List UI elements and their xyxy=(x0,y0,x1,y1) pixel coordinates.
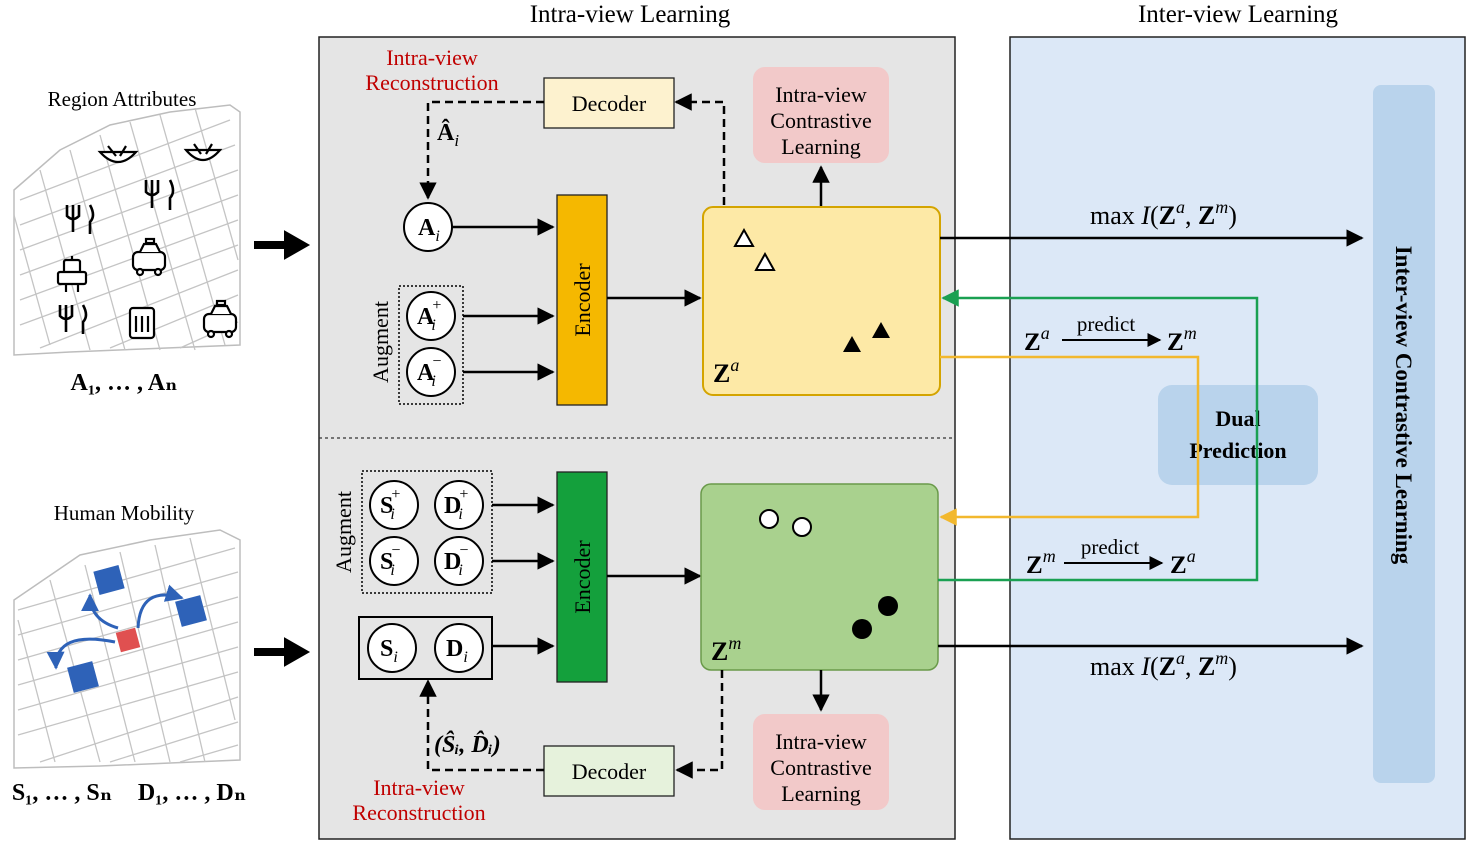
mobility-input-arrow xyxy=(254,637,311,667)
taxi-icon xyxy=(202,299,238,339)
region-sequence: A₁, … , Aₙ xyxy=(71,370,178,396)
bottom-decoder-box xyxy=(543,745,675,797)
predict-top-zm: Zm xyxy=(1167,323,1197,356)
top-contrastive-label-1: Intra-view xyxy=(775,82,867,107)
node-s-plus-label: S+i xyxy=(380,486,400,523)
za-embedding-box xyxy=(702,206,941,396)
inter-view-contrastive-bar xyxy=(1373,85,1435,783)
dual-prediction-box xyxy=(1158,385,1318,485)
zm-embedding-box xyxy=(700,483,939,671)
mobility-title: Human Mobility xyxy=(54,501,195,525)
sd-hat-label: (Ŝᵢ, D̂ᵢ) xyxy=(434,731,501,758)
predict-bottom-zm: Zm xyxy=(1026,546,1056,579)
top-contrastive-label-2: Contrastive xyxy=(770,108,871,133)
bottom-recon-label-1: Intra-view xyxy=(373,775,465,800)
taxi-icon xyxy=(131,237,167,277)
mobility-region xyxy=(175,595,207,627)
dual-prediction-label-1: Dual xyxy=(1215,406,1260,431)
top-decoder-label: Decoder xyxy=(572,91,647,116)
mobility-region xyxy=(67,661,99,693)
mobility-sequence-s: S₁, … , Sₙ xyxy=(12,780,112,806)
mobility-source-region xyxy=(115,627,141,653)
bottom-contrastive-label-1: Intra-view xyxy=(775,729,867,754)
top-recon-arrow xyxy=(674,93,726,205)
top-recon-label-1: Intra-view xyxy=(386,45,478,70)
region-input-arrow xyxy=(254,230,311,260)
region-map xyxy=(13,104,241,356)
bottom-encoder-label: Encoder xyxy=(570,540,595,614)
inter-view-contrastive-label: Inter-view Contrastive Learning xyxy=(1391,246,1416,565)
node-a-plus xyxy=(406,291,456,341)
bottom-decoder-to-node-arrow xyxy=(419,679,544,772)
top-contrastive-box xyxy=(753,67,889,163)
node-d xyxy=(434,623,484,673)
bottom-augment-box xyxy=(361,470,493,594)
region-title: Region Attributes xyxy=(48,87,197,111)
node-d-plus-label: D+i xyxy=(444,486,468,523)
mobility-sequence-d: D₁, … , Dₙ xyxy=(138,780,246,806)
bottom-contrastive-box xyxy=(753,714,889,810)
zm-label: Zm xyxy=(711,633,741,666)
predict-top-za: Za xyxy=(1024,323,1050,356)
building-icon xyxy=(128,306,156,340)
node-d-plus xyxy=(434,480,484,530)
predict-bottom-label: predict xyxy=(1081,535,1139,559)
max-mi-bottom: max I(Za, Zm) xyxy=(1090,648,1237,681)
node-s-minus xyxy=(369,536,419,586)
top-encoder-box xyxy=(556,194,608,406)
zm-points xyxy=(759,509,898,639)
top-augment-box xyxy=(398,285,464,405)
bottom-sd-box xyxy=(358,616,493,680)
node-d-minus-label: D−i xyxy=(444,542,468,579)
a-hat-label: Âi xyxy=(437,119,459,150)
cutlery-icon xyxy=(65,204,95,234)
node-a-label: Ai xyxy=(418,215,440,245)
green-prediction-arrow xyxy=(938,289,1259,582)
cutlery-icon xyxy=(58,304,88,334)
node-s xyxy=(367,623,417,673)
predict-top-label: predict xyxy=(1077,312,1135,336)
bottom-recon-arrow xyxy=(675,670,724,779)
mobility-region xyxy=(93,565,125,595)
intra-header: Intra-view Learning xyxy=(530,1,731,28)
node-s-label: Si xyxy=(380,636,398,666)
bottom-recon-label-2: Reconstruction xyxy=(352,800,485,825)
top-augment-label: Augment xyxy=(368,301,393,383)
predict-bottom-za: Za xyxy=(1170,546,1196,579)
top-encoder-label: Encoder xyxy=(570,263,595,337)
bottom-contrastive-label-3: Learning xyxy=(781,781,860,806)
node-s-plus xyxy=(369,480,419,530)
za-label: Za xyxy=(713,355,739,388)
top-recon-label-2: Reconstruction xyxy=(365,70,498,95)
node-a-plus-label: A+i xyxy=(417,297,441,334)
bowl-icon xyxy=(97,145,139,164)
top-contrastive-label-3: Learning xyxy=(781,134,860,159)
node-s-minus-label: S−i xyxy=(380,542,400,579)
dual-prediction-label-2: Prediction xyxy=(1189,438,1286,463)
robot-icon xyxy=(56,256,88,292)
node-d-minus xyxy=(434,536,484,586)
bottom-contrastive-label-2: Contrastive xyxy=(770,755,871,780)
bowl-icon xyxy=(183,143,223,162)
node-a-minus xyxy=(406,347,456,397)
top-decoder-box xyxy=(543,77,675,129)
inter-header: Inter-view Learning xyxy=(1138,1,1339,28)
bottom-augment-label: Augment xyxy=(331,491,356,573)
max-mi-top: max I(Za, Zm) xyxy=(1090,197,1237,230)
cutlery-icon xyxy=(144,179,175,210)
mobility-map xyxy=(13,529,241,769)
yellow-prediction-arrow xyxy=(939,355,1200,526)
za-points xyxy=(733,227,890,352)
bottom-decoder-label: Decoder xyxy=(572,759,647,784)
node-d-label: Di xyxy=(446,636,468,666)
node-a-minus-label: A−i xyxy=(417,353,441,390)
